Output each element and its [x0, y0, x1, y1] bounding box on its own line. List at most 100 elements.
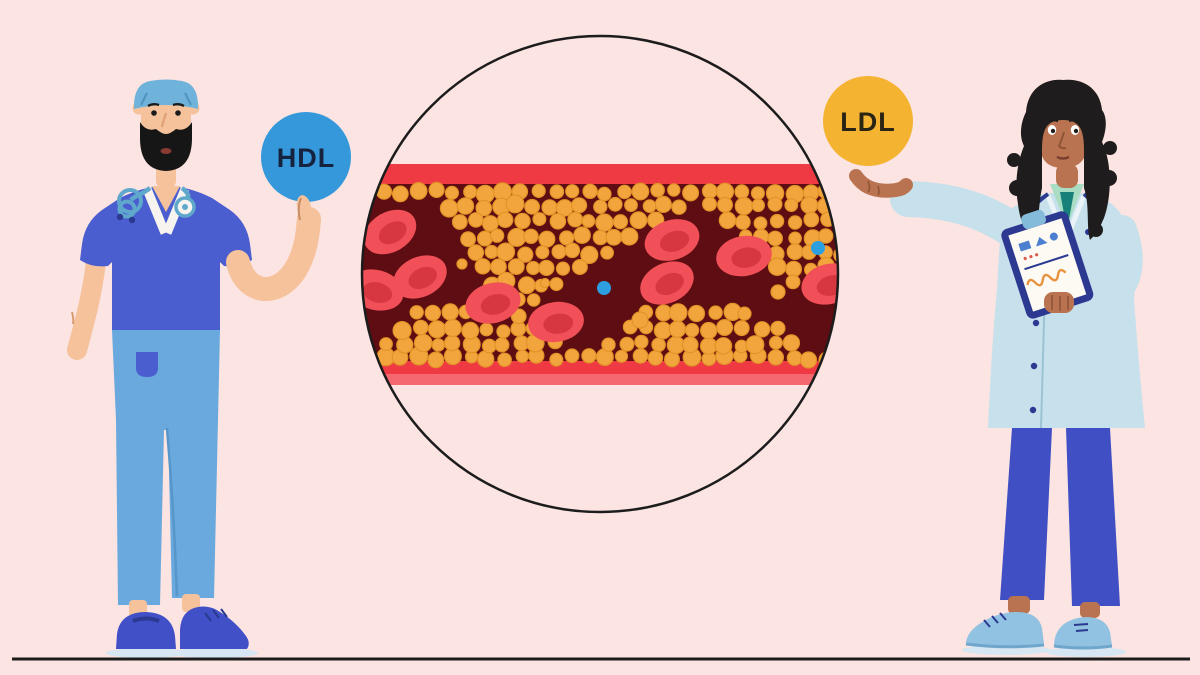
plaque-ball	[461, 321, 480, 340]
plaque-ball	[767, 230, 783, 247]
plaque-ball	[767, 196, 783, 212]
ldl-badge: LDL	[823, 76, 913, 166]
plaque-ball	[475, 199, 493, 217]
plaque-ball	[497, 352, 512, 368]
plaque-ball	[595, 213, 614, 232]
plaque-ball	[735, 214, 751, 230]
shoe-laces	[204, 608, 228, 622]
rbc-inner	[480, 294, 511, 315]
plaque-ball	[441, 303, 459, 321]
shoe-laces	[1073, 623, 1089, 632]
plaque-ball	[753, 321, 771, 338]
plaque-ball	[391, 185, 409, 203]
mouth	[160, 148, 172, 154]
shoe-laces	[983, 612, 1007, 628]
male-nurse-raised-arm	[226, 195, 321, 301]
plaque-ball	[565, 184, 580, 199]
scrub-pants	[112, 330, 220, 605]
plaque-ball	[803, 211, 820, 228]
plaque-ball	[668, 320, 687, 338]
chart-doodle	[1049, 232, 1058, 241]
shoe-lace	[132, 616, 160, 623]
pupil	[1073, 128, 1079, 134]
finger-line	[297, 197, 302, 221]
cap-folds	[140, 92, 192, 106]
vessel-wall-top	[362, 164, 838, 184]
plaque-ball	[619, 336, 635, 352]
plaque-ball	[632, 348, 649, 364]
plaque-ball	[549, 184, 565, 199]
plaque-ball	[567, 211, 584, 228]
plaque-ball	[484, 244, 499, 259]
plaque-ball	[593, 199, 608, 214]
chart-doodle	[1035, 253, 1039, 257]
plaque-ball	[456, 197, 475, 215]
right-pant-leg	[1066, 428, 1120, 606]
plaque-ball	[767, 257, 787, 276]
rbc-inner	[408, 266, 437, 290]
ldl-circle	[823, 76, 913, 166]
left-shoe	[116, 612, 176, 649]
ankle	[1008, 596, 1030, 614]
rbc-inner	[816, 275, 838, 296]
nose	[160, 112, 168, 128]
red-blood-cell	[801, 263, 838, 305]
plaque-ball	[392, 321, 412, 341]
chart-squiggle	[1026, 268, 1067, 287]
plaque-ball	[734, 196, 754, 216]
rbc-inner	[543, 313, 574, 334]
plaque-ball	[687, 304, 706, 323]
plaque-ball	[654, 195, 672, 213]
plaque-ball	[526, 260, 541, 276]
plaque-ball	[769, 213, 785, 229]
pants-pocket	[136, 352, 158, 377]
bent-coat-sleeve	[1059, 215, 1143, 323]
plaque-ball	[668, 303, 688, 323]
plaque-ball	[571, 259, 588, 276]
plaque-ball	[555, 261, 571, 276]
hair-wave	[1101, 170, 1117, 186]
plaque-ball	[481, 338, 497, 354]
plaque-ball	[634, 334, 649, 349]
clipboard	[1001, 209, 1094, 319]
plaque-ball	[782, 334, 801, 352]
plaque-ball	[517, 276, 536, 295]
lens-outline	[360, 34, 840, 514]
plaque-ball	[514, 212, 531, 230]
hand-on-clipboard	[1044, 292, 1074, 313]
plaque-ball	[409, 305, 424, 320]
raised-forearm	[226, 207, 321, 301]
red-blood-cell	[465, 282, 521, 324]
plaque-ball	[424, 304, 441, 322]
plaque-ball	[551, 244, 567, 260]
plaque-ball	[631, 311, 649, 329]
plaque-ball	[642, 199, 657, 214]
plaque-ball	[767, 349, 785, 366]
plaque-ball	[624, 198, 638, 213]
chart-doodle	[1029, 255, 1033, 259]
plaque-ball	[787, 215, 803, 230]
stethoscope-icon	[116, 186, 196, 224]
plaque-ball	[489, 228, 505, 243]
plaque-ball	[629, 211, 648, 230]
plaque-ball	[716, 196, 733, 213]
rbc-inner	[378, 221, 407, 245]
plaque-ball	[531, 183, 546, 198]
blood-particles	[597, 241, 825, 295]
plaque-ball	[444, 185, 459, 200]
female-doctor-figure	[890, 79, 1145, 657]
red-blood-cells	[362, 209, 838, 343]
plaque-ball	[497, 211, 514, 228]
hdl-circle	[261, 112, 351, 202]
surgical-cap	[133, 79, 199, 109]
plaque-ball	[507, 258, 525, 276]
plaque-ball	[535, 245, 550, 260]
plaque-ball	[427, 320, 447, 339]
plaque-ball	[431, 338, 446, 352]
vessel-wall-bottom-stripe	[362, 374, 838, 385]
shadow	[170, 648, 258, 658]
plaque-ball	[379, 337, 393, 351]
shoe-sole	[1053, 644, 1113, 650]
